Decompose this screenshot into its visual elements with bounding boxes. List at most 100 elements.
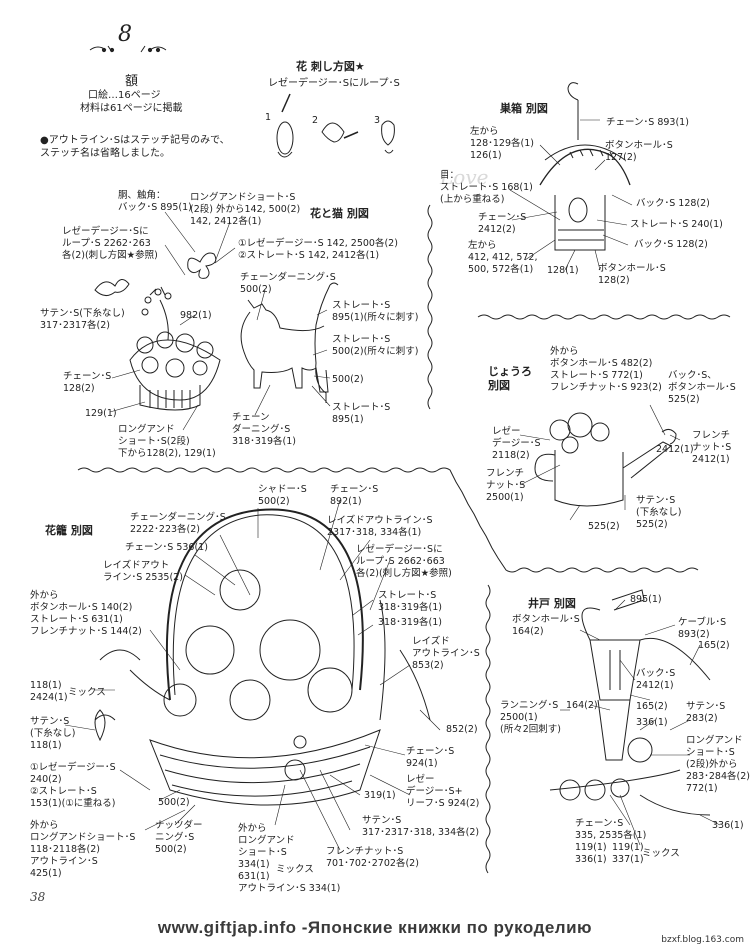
- stitch-label: 胴、触角： バック･S 895(1): [118, 190, 192, 213]
- stitch-label: 外から ボタンホール･S 482(2) ストレート･S 772(1) フレンチナ…: [550, 346, 662, 393]
- stitch-label: フレンチ ナット･S 2412(1): [692, 430, 732, 465]
- stitch-label: チェーン･S 892(1): [330, 484, 379, 507]
- stitch-label: サテン･S(下糸なし) 317･2317各(2): [40, 308, 125, 331]
- stitch-label: ランニング･S 2500(1) (所々2回刺す): [500, 700, 561, 735]
- pattern-title: 額: [125, 74, 139, 89]
- stitch-label: ロングアンドショート･S (2段) 外から142, 500(2) 142, 24…: [190, 192, 301, 227]
- stitch-label: チェーン･S 128(2): [63, 371, 112, 394]
- mix-label: ミックス: [642, 848, 680, 859]
- stitch-label: 外から ロングアンドショート･S 118･2118各(2) アウトライン･S 4…: [30, 820, 136, 879]
- stitch-label: 164(2): [566, 700, 598, 711]
- stitch-label: シャドー･S 500(2): [258, 484, 307, 507]
- stitch-label: 336(1): [636, 717, 668, 728]
- section-title-birdhouse: 巣箱 別図: [500, 102, 548, 115]
- stitch-label: レイズド アウトライン･S 853(2): [412, 636, 480, 671]
- stitch-label: ストレート･S 318･319各(1): [378, 590, 442, 613]
- well-figure: [549, 589, 711, 816]
- stitch-label: フレンチナット･S 701･702･2702各(2): [326, 846, 419, 869]
- mix-label: ミックス: [276, 864, 314, 875]
- stitch-label: 982(1): [180, 310, 212, 321]
- stitch-label: 118(1) 2424(1): [30, 680, 68, 703]
- stitch-label: レゼーデージー･Sに ループ･S 2662･663 各(2)(刺し方図★参照): [356, 544, 452, 579]
- birdhouse-figure: [539, 82, 631, 251]
- stitch-label: 852(2): [446, 724, 478, 735]
- stitch-label: バック･S、 ボタンホール･S 525(2): [668, 370, 736, 405]
- stitch-label: バック･S 128(2): [634, 239, 708, 250]
- section-title-basket: 花籠 別図: [45, 524, 93, 537]
- stitch-label: チェーン･S 924(1): [406, 746, 455, 769]
- stitch-label: ナッツダー ニング･S 500(2): [155, 820, 203, 855]
- step-number: 1: [265, 112, 272, 123]
- flower-basket-figure: [94, 508, 431, 806]
- stitch-label: ボタンホール･S 164(2): [512, 614, 580, 637]
- title-ornament: [89, 45, 167, 53]
- stitch-label: チェーン･S 893(1): [606, 117, 689, 128]
- stitch-label: ロングアンド ショート･S (2段)外から 283･284各(2) 772(1): [686, 735, 750, 794]
- butterfly: [187, 252, 217, 279]
- watering-can-figure: [534, 412, 677, 507]
- stitch-label: 165(2): [636, 701, 668, 712]
- mix-label: ミックス: [68, 687, 106, 698]
- blog-watermark: bzxf.blog.163.com: [661, 935, 744, 945]
- stitch-label: 895(1): [630, 594, 662, 605]
- stitch-label: ストレート･S 895(1): [332, 402, 391, 425]
- stitch-label: サテン･S (下糸なし) 118(1): [30, 716, 76, 751]
- divider-zigzag: [477, 314, 731, 320]
- stitch-label: 2412(1): [656, 444, 694, 455]
- stitch-label: 外から ロングアンド ショート･S 334(1) 631(1) アウトライン･S…: [238, 823, 341, 894]
- flower-pot-cat: [129, 286, 221, 411]
- divider-zigzag: [485, 584, 491, 874]
- pattern-reference: 口絵…16ページ: [88, 90, 161, 101]
- stitch-label: バック･S 128(2): [636, 198, 710, 209]
- divider-zigzag: [427, 204, 433, 410]
- outline-note: ●アウトライン･Sはステッチ記号のみで、 ステッチ名は省略しました。: [40, 135, 230, 159]
- stitch-label: チェーン･S 2412(2): [478, 212, 527, 235]
- stitch-label: 左から 128･129各(1) 126(1): [470, 126, 534, 161]
- stitch-label: 525(2): [588, 521, 620, 532]
- stitch-label: ①レゼーデージー･S 142, 2500各(2) ②ストレート･S 142, 2…: [238, 238, 398, 261]
- stitch-label: ロングアンド ショート･S(2段) 下から128(2), 129(1): [118, 424, 216, 459]
- stitch-label: 119(1) 337(1): [612, 842, 644, 865]
- stitch-label: レイズドアウト ライン･S 2535(2): [103, 560, 183, 583]
- stitch-label: ストレート･S 240(1): [630, 219, 723, 230]
- stitch-howto-subtitle: レゼーデージー･Sにループ･S: [268, 78, 400, 89]
- stitch-label: ストレート･S 500(2)(所々に刺す): [332, 334, 419, 357]
- leaf-butterfly: [94, 279, 130, 296]
- stitch-label: ケーブル･S 893(2): [678, 617, 727, 640]
- stitch-label: レゼー デージー･S+ リーフ･S 924(2): [406, 774, 480, 809]
- stitch-label: サテン･S 283(2): [686, 701, 726, 724]
- leader-lines: [64, 119, 721, 851]
- step-number: 3: [374, 115, 381, 126]
- stitch-label: ストレート･S 895(1)(所々に刺す): [332, 300, 419, 323]
- stitch-label: 目： ストレート･S 168(1) (上から重ねる): [440, 170, 533, 205]
- stitch-label: レゼーデージー･Sに ループ･S 2262･263 各(2)(刺し方図★参照): [62, 226, 158, 261]
- stitch-label: 左から 412, 412, 572, 500, 572各(1): [468, 240, 538, 275]
- stitch-label: レイズドアウトライン･S 2317･318, 334各(1): [327, 515, 433, 538]
- stitch-label: ボタンホール･S 127(2): [605, 140, 673, 163]
- stitch-label: 128(1): [547, 265, 579, 276]
- page-number: 38: [30, 890, 46, 904]
- section-title-watering-can: じょうろ 別図: [488, 365, 532, 392]
- stitch-label: サテン･S 317･2317･318, 334各(2): [362, 815, 480, 838]
- stitch-label: バック･S 2412(1): [636, 668, 676, 691]
- stitch-label: 165(2): [698, 640, 730, 651]
- stitch-label: フレンチ ナット･S 2500(1): [486, 468, 526, 503]
- stitch-label: ボタンホール･S 128(2): [598, 263, 666, 286]
- stitch-label: 336(1): [712, 820, 744, 831]
- step-number: 2: [312, 115, 319, 126]
- cat-figure: [240, 282, 339, 403]
- materials-note: 材料は61ページに掲載: [80, 103, 183, 114]
- section-title-well: 井戸 別図: [528, 597, 576, 610]
- stitch-label: ①レゼーデージー･S 240(2) ②ストレート･S 153(1)(①に重ねる): [30, 762, 116, 809]
- stitch-label: チェーン･S 335, 2535各(1) 119(1) 336(1): [575, 818, 647, 865]
- stitch-label: チェーンダーニング･S 500(2): [240, 272, 336, 295]
- divider-zigzag: [77, 467, 699, 573]
- stitch-label: レゼー デージー･S 2118(2): [492, 426, 541, 461]
- footer-watermark: www.giftjap.info -Японские книжки по рук…: [157, 918, 593, 937]
- pattern-number: 8: [118, 22, 132, 47]
- stitch-label: 500(2): [158, 797, 190, 808]
- stitch-label: 129(1): [85, 408, 117, 419]
- stitch-label: 外から ボタンホール･S 140(2) ストレート･S 631(1) フレンチナ…: [30, 590, 142, 637]
- stitch-label: 319(1): [364, 790, 396, 801]
